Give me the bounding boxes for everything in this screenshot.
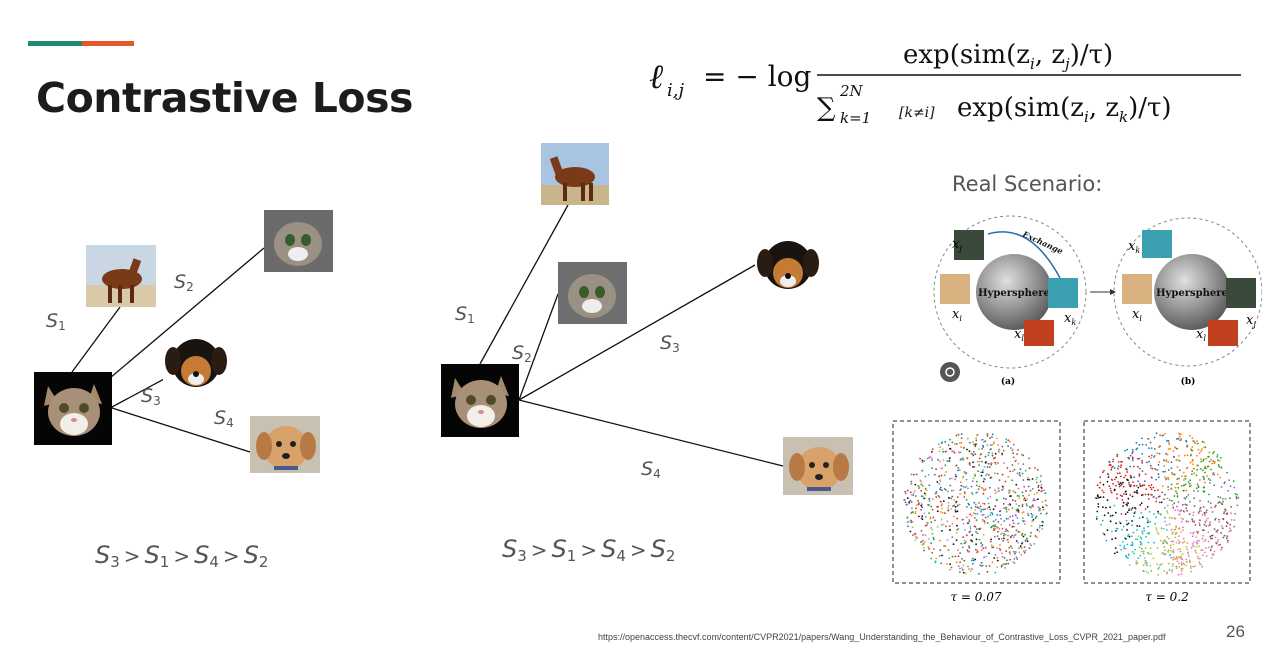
cat-image-right-left (264, 210, 333, 272)
hypersphere-figure: Hypersphere Exchange xj xi xl xk (a) Hyp… (930, 212, 1262, 392)
middle-inequality: S3>S1>S4>S2 (502, 535, 676, 565)
tau-left-label: τ = 0.07 (950, 590, 1001, 604)
contrastive-loss-formula: ℓ i,j = − log exp(sim(zi, zj)/τ) ∑ 2N k=… (645, 30, 1245, 130)
panel-b-xj-image (1226, 278, 1256, 308)
svg-text:xj: xj (952, 237, 962, 253)
dog-golden-image-left (250, 416, 320, 473)
left-inequality: S3>S1>S4>S2 (95, 541, 269, 571)
left-label-s3: S3 (141, 385, 161, 408)
anchor-cat-image-left (34, 372, 112, 445)
accent-bar-green (28, 41, 82, 46)
source-url[interactable]: https://openaccess.thecvf.com/content/CV… (598, 632, 1166, 642)
svg-text:xk: xk (1128, 239, 1140, 255)
left-label-s2: S2 (174, 271, 194, 294)
formula-lhs: ℓ (649, 57, 663, 97)
panel-b-xi-image (1122, 274, 1152, 304)
formula-num-a: exp(sim(z (903, 40, 1030, 70)
panel-b-boundary (1113, 217, 1262, 367)
left-label-s4: S4 (214, 407, 234, 430)
dog-black-image-left (163, 335, 230, 390)
left-line-s1 (71, 306, 121, 373)
panel-b-sphere (1154, 254, 1230, 330)
tsne-left-points (903, 433, 1049, 575)
panel-b-xl-image (1208, 320, 1238, 346)
accent-bar-orange (82, 41, 134, 46)
dog-black-image-middle (755, 237, 821, 291)
mid-label-s1: S1 (455, 303, 475, 326)
mid-line-s2 (518, 293, 559, 401)
formula-sum-top: 2N (839, 82, 864, 100)
mid-line-s1 (479, 204, 569, 365)
exchange-arrow (987, 231, 1061, 279)
dog-golden-image-middle (783, 437, 853, 495)
mid-label-s2: S2 (512, 342, 532, 365)
formula-sum: ∑ (817, 93, 836, 123)
svg-text:xi: xi (952, 307, 962, 323)
left-line-s4 (111, 407, 251, 453)
tsne-figure: τ = 0.07 τ = 0.2 (890, 418, 1260, 610)
anchor-cat-image-middle (441, 364, 519, 437)
panel-a-xk-image (1048, 278, 1078, 308)
mid-line-s3 (518, 264, 756, 401)
formula-indicator: [k≠i] (899, 105, 935, 121)
panel-a-sphere (976, 254, 1052, 330)
tsne-right-frame (1083, 420, 1251, 584)
panel-a-xj-image (954, 230, 984, 260)
panel-b-sphere-label: Hypersphere (1156, 288, 1228, 299)
mid-label-s3: S3 (660, 332, 680, 355)
svg-text:xl: xl (1196, 327, 1206, 343)
left-line-s3 (111, 377, 167, 408)
cat-image-middle (558, 262, 627, 324)
panel-a-sphere-label: Hypersphere (978, 288, 1050, 299)
mid-label-s4: S4 (641, 458, 661, 481)
panel-b-label: (b) (1181, 376, 1196, 387)
svg-text:xi: xi (1132, 307, 1142, 323)
mid-line-s4 (518, 399, 784, 467)
tsne-right-points (1094, 432, 1240, 576)
real-scenario-heading: Real Scenario: (952, 172, 1103, 196)
formula-lhs-sub: i,j (667, 80, 684, 101)
left-label-s1: S1 (46, 310, 66, 333)
page-number: 26 (1226, 622, 1245, 641)
svg-text:exp(sim(zi, zk)/τ): exp(sim(zi, zk)/τ) (957, 93, 1172, 126)
svg-text:xj: xj (1246, 313, 1256, 329)
panel-a-label: (a) (1001, 376, 1015, 387)
left-line-s2 (109, 247, 265, 379)
svg-text:xl: xl (1014, 327, 1024, 343)
tau-right-label: τ = 0.2 (1145, 590, 1188, 604)
horse-image-left (86, 245, 156, 307)
panel-a-boundary (933, 215, 1087, 369)
formula-sum-bottom: k=1 (840, 109, 871, 127)
tsne-left-frame (892, 420, 1061, 584)
similarity-lines (71, 204, 784, 467)
formula-eq: = − log (703, 60, 812, 93)
lens-icon[interactable] (940, 362, 960, 382)
svg-text:exp(sim(zi, zj)/τ): exp(sim(zi, zj)/τ) (903, 40, 1113, 73)
panel-a-xi-image (940, 274, 970, 304)
slide-title: Contrastive Loss (36, 74, 413, 122)
panel-b-xk-image (1142, 230, 1172, 258)
panel-a-xl-image (1024, 320, 1054, 346)
horse-image-middle (541, 143, 609, 205)
formula-den-a: exp(sim(z (957, 93, 1084, 123)
svg-text:xk: xk (1064, 311, 1076, 327)
